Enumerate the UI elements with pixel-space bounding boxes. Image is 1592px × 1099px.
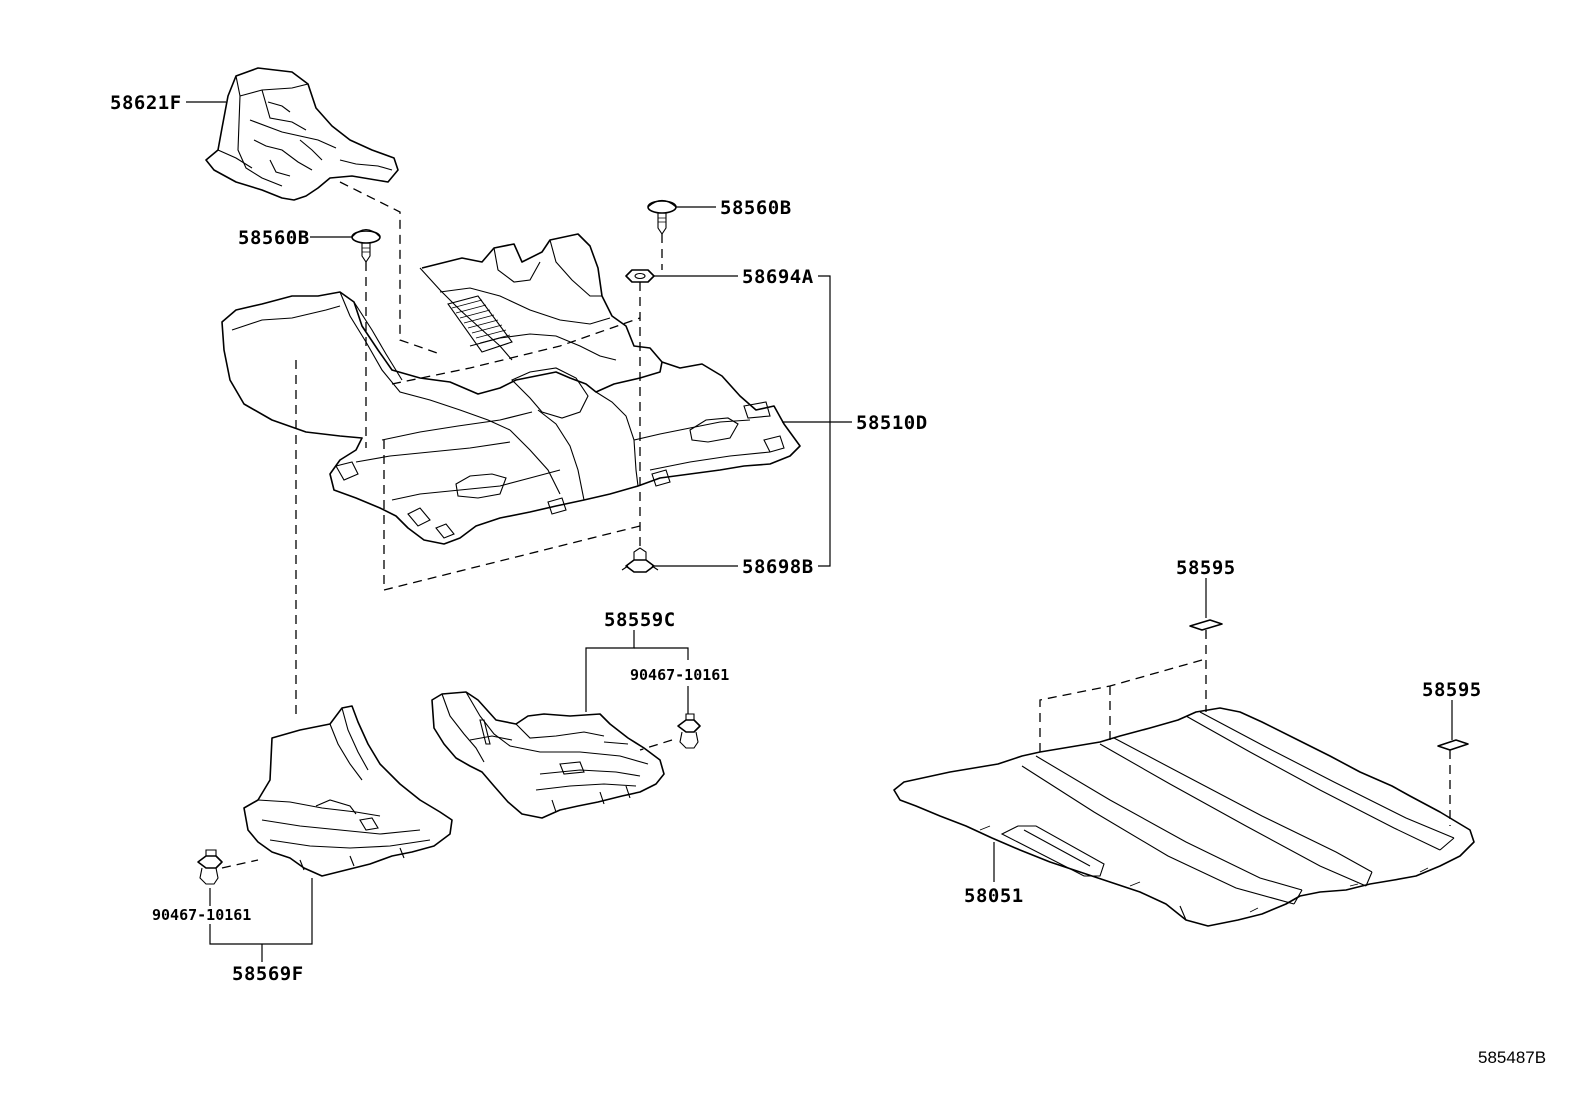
part-58510D-drawing xyxy=(221,233,801,545)
part-58569F-drawing xyxy=(243,705,453,877)
assembly-lines xyxy=(221,181,1451,869)
clip-90467-10161-right-drawing xyxy=(677,713,701,749)
pad-58595-right-drawing xyxy=(1437,739,1469,751)
label-58595-right: 58595 xyxy=(1422,679,1482,701)
label-58569F: 58569F xyxy=(232,963,304,985)
pad-58595-top-drawing xyxy=(1189,619,1223,631)
retainer-58694A-drawing xyxy=(625,269,655,283)
label-58621F: 58621F xyxy=(110,92,182,114)
part-58621F-drawing xyxy=(205,67,399,201)
label-58559C: 58559C xyxy=(604,609,676,631)
label-58595-top: 58595 xyxy=(1176,557,1236,579)
leader-lines xyxy=(186,101,1453,962)
part-58559C-drawing xyxy=(431,691,665,819)
label-58560B-left: 58560B xyxy=(238,227,310,249)
label-58560B-right: 58560B xyxy=(720,197,792,219)
label-90467-10161-left: 90467-10161 xyxy=(152,906,251,924)
clip-58560B-right-drawing xyxy=(647,199,677,235)
label-58698B: 58698B xyxy=(742,556,814,578)
part-58051-drawing xyxy=(893,707,1475,927)
label-58694A: 58694A xyxy=(742,266,814,288)
vent-panel xyxy=(447,295,513,353)
label-58051: 58051 xyxy=(964,885,1024,907)
clip-58698B-drawing xyxy=(621,547,659,573)
diagram-reference-id: 585487B xyxy=(1478,1048,1546,1067)
label-90467-10161-right: 90467-10161 xyxy=(630,666,729,684)
clip-58560B-left-drawing xyxy=(351,228,381,263)
label-58510D: 58510D xyxy=(856,412,928,434)
clip-90467-10161-left-drawing xyxy=(197,849,223,885)
